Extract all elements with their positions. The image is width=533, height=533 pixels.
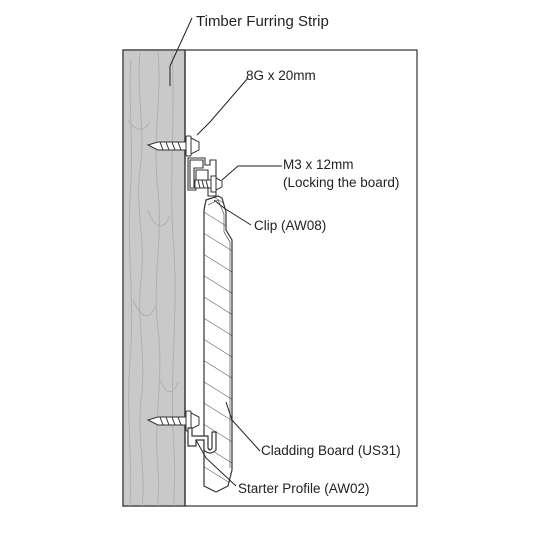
label-screw-m3-note: (Locking the board) (283, 175, 399, 190)
label-screw-8g: 8G x 20mm (246, 68, 316, 83)
label-cladding-board: Cladding Board (US31) (261, 443, 401, 458)
label-starter-profile: Starter Profile (AW02) (238, 481, 370, 496)
timber-furring-strip (122, 49, 186, 507)
label-timber-furring-strip: Timber Furring Strip (196, 13, 329, 30)
label-clip: Clip (AW08) (254, 218, 326, 233)
screw-m3-locking (194, 175, 223, 193)
starter-profile-aw02 (187, 427, 217, 454)
leader-lines (169, 17, 282, 487)
screw-8g-top (146, 135, 200, 157)
label-screw-m3: M3 x 12mm (283, 157, 354, 172)
